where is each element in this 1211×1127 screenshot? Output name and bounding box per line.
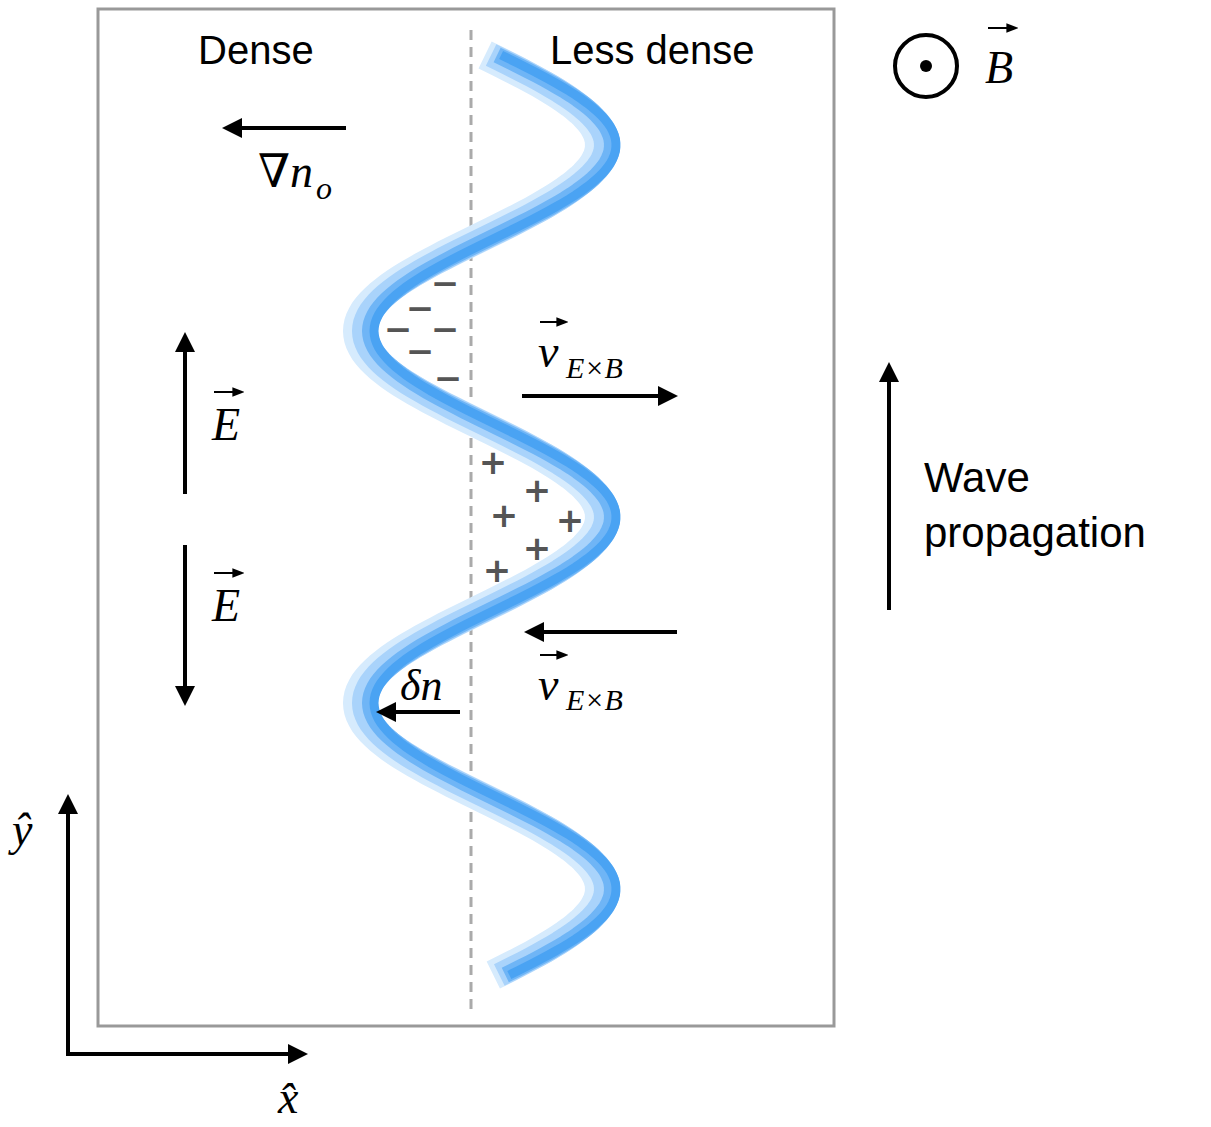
e-field-arrow — [183, 336, 187, 494]
charge-sign: − — [431, 312, 460, 346]
field-symbol-label: B — [985, 45, 1013, 91]
charge-sign: − — [431, 266, 460, 300]
subscript: E×B — [566, 353, 623, 383]
vector-accent — [540, 321, 566, 323]
wave-band — [374, 55, 616, 975]
b-field-dot — [920, 60, 932, 72]
charge-sign: + — [523, 531, 552, 565]
charge-sign: + — [479, 445, 508, 479]
e-field-arrow — [183, 545, 187, 702]
region-label: Dense — [198, 30, 314, 70]
gradient-arrow — [226, 126, 346, 130]
subscript: E×B — [566, 685, 623, 715]
charge-sign: + — [490, 498, 519, 532]
field-label: E — [212, 583, 240, 629]
charge-sign: − — [434, 361, 463, 395]
vector-accent — [214, 572, 242, 574]
b-field-symbol — [895, 35, 957, 97]
perturbation-arrow — [380, 710, 460, 714]
drift-label: v — [538, 329, 558, 375]
frame — [98, 9, 834, 1026]
dashed-axis — [470, 30, 473, 1012]
charge-sign: + — [523, 473, 552, 507]
propagation-label: Wave propagation — [924, 451, 1194, 560]
charge-sign: + — [556, 503, 585, 537]
axis-label: x̂ — [278, 1075, 298, 1121]
vector-accent — [988, 27, 1016, 29]
region-label: Less dense — [550, 30, 755, 70]
y-axis — [66, 798, 70, 1056]
drift-arrow — [528, 630, 677, 634]
propagation-arrow — [887, 366, 891, 610]
gradient-label: ∇n — [258, 149, 313, 195]
density-wave — [358, 55, 616, 975]
axis-label: ŷ — [12, 807, 32, 853]
x-axis — [66, 1052, 304, 1056]
vector-accent — [214, 391, 242, 393]
drift-label: v — [538, 662, 558, 708]
perturbation-label: δn — [400, 664, 442, 708]
charge-sign: − — [406, 334, 435, 368]
charge-sign: + — [483, 553, 512, 587]
vector-accent — [540, 654, 566, 656]
drift-arrow — [522, 394, 674, 398]
field-label: E — [212, 402, 240, 448]
subscript: o — [316, 172, 332, 204]
